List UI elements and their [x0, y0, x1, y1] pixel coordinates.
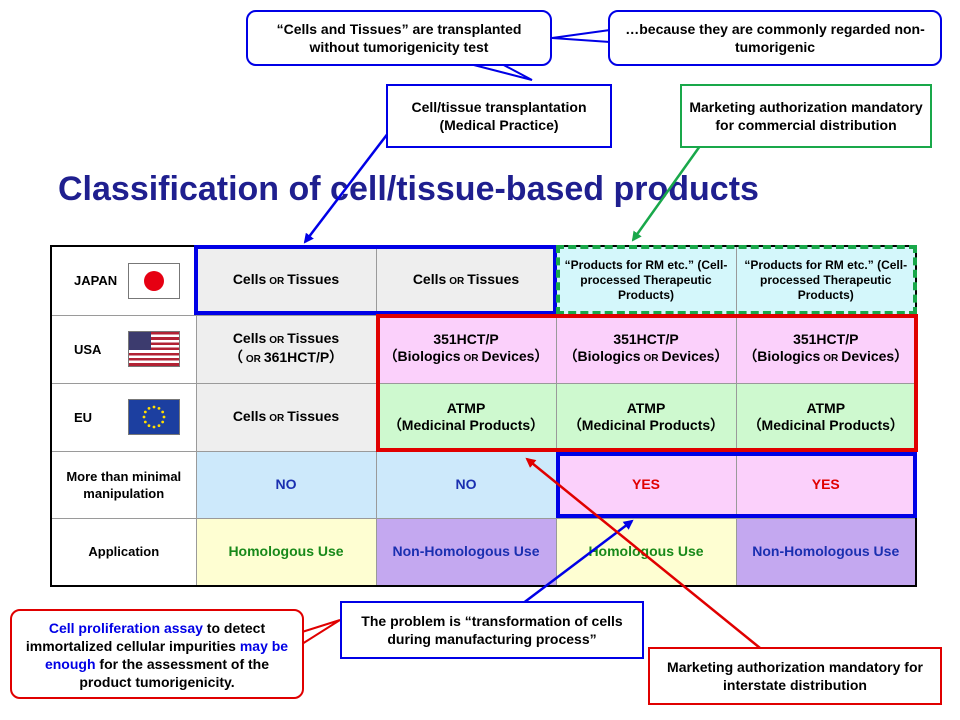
eu-star: [160, 410, 164, 414]
tissues-text: Tissues: [287, 407, 340, 424]
application-value-3: Homologous Use: [555, 517, 737, 587]
box-marketing-commercial: Marketing authorization mandatory for co…: [680, 84, 932, 148]
row-application: Application Homologous Use Non-Homologou…: [50, 517, 917, 587]
eu-stars-icon: [142, 405, 165, 429]
tail-top-right: [551, 29, 611, 43]
atmp-text: ATMP: [626, 400, 666, 416]
row-header-japan: JAPAN: [50, 245, 197, 316]
green-dashed-frame-rm: [556, 245, 917, 315]
medicinal-text: （Medicinal Products）: [567, 417, 725, 433]
or-text: OR: [463, 353, 479, 364]
paren-open: （: [228, 349, 243, 365]
assay-text-1: to detect immortalized cellular impuriti…: [25, 620, 266, 654]
medicinal-text: （Medicinal Products）: [387, 417, 545, 433]
box-medical-practice: Cell/tissue transplantation (Medical Pra…: [386, 84, 612, 148]
or-text: OR: [643, 353, 659, 364]
cells-text: Cells: [232, 330, 267, 346]
hctp361-text: 361HCT/P）: [263, 349, 344, 365]
hctp-text: 351HCT/P: [613, 331, 679, 347]
tissues-text: Tissues: [287, 330, 340, 346]
eu-star: [152, 405, 155, 409]
callout-non-tumorigenic: …because they are commonly regarded non-…: [608, 10, 942, 66]
or-text: OR: [245, 354, 261, 365]
red-frame-usa-eu: [376, 314, 918, 452]
eu-star: [162, 415, 165, 419]
callout-no-tumorigenicity-test: “Cells and Tissues” are transplanted wit…: [246, 10, 552, 66]
biologics-text: （Biologics: [743, 348, 821, 364]
atmp-text: ATMP: [446, 400, 486, 416]
or-text: OR: [269, 276, 285, 288]
usa-flag-icon: [127, 331, 180, 367]
arrow-problem-to-yes: [521, 519, 634, 605]
eu-star: [147, 424, 150, 428]
page-title: Classification of cell/tissue-based prod…: [58, 170, 759, 208]
atmp-text: ATMP: [806, 400, 846, 416]
cell-japan-3: “Products for RM etc.” (Cell-processed T…: [555, 245, 737, 316]
cells-text: Cells: [232, 271, 267, 288]
medicinal-text: （Medicinal Products）: [747, 417, 904, 433]
assay-highlight-2: may be enough: [44, 638, 289, 672]
eu-star: [147, 406, 150, 410]
assay-highlight-1: Cell proliferation assay: [48, 620, 203, 636]
application-value-2: Non-Homologous Use: [375, 517, 557, 587]
callout-cell-proliferation-assay: Cell proliferation assay to detect immor…: [10, 609, 304, 699]
japan-label: JAPAN: [74, 273, 118, 289]
eu-star: [160, 420, 164, 424]
cell-eu-2: ATMP （Medicinal Products）: [375, 382, 557, 452]
hctp-text: 351HCT/P: [793, 331, 859, 347]
eu-label: EU: [74, 409, 93, 425]
row-header-eu: EU: [50, 382, 197, 452]
cell-eu-3: ATMP （Medicinal Products）: [555, 382, 737, 452]
devices-text: Devices）: [481, 348, 549, 364]
eu-star: [143, 420, 147, 424]
eu-flag-icon: [127, 399, 180, 435]
box-transformation-problem: The problem is “transformation of cells …: [340, 601, 644, 659]
blue-frame-japan-cells: [194, 245, 557, 315]
cell-japan-4: “Products for RM etc.” (Cell-processed T…: [735, 245, 917, 316]
row-header-application: Application: [50, 517, 197, 587]
arrow-marketing-to-rm: [631, 145, 702, 242]
biologics-text: （Biologics: [383, 348, 461, 364]
hctp-text: 351HCT/P: [433, 331, 499, 347]
japan-flag-icon: [127, 262, 180, 299]
arrow-interstate-to-red: [525, 457, 761, 649]
eu-star: [142, 415, 145, 419]
eu-star: [157, 424, 160, 428]
tissues-text: Tissues: [287, 271, 340, 288]
row-header-usa: USA: [50, 314, 197, 384]
manipulation-value-3: YES: [555, 450, 737, 519]
biologics-text: （Biologics: [563, 348, 641, 364]
or-text: OR: [269, 412, 285, 424]
tail-assay: [301, 619, 341, 645]
box-marketing-interstate: Marketing authorization mandatory for in…: [648, 647, 942, 705]
cell-eu-4: ATMP （Medicinal Products）: [735, 382, 917, 452]
or-text: OR: [269, 335, 285, 346]
tissues-text: Tissues: [467, 271, 520, 288]
cells-text: Cells: [412, 271, 447, 288]
eu-star: [143, 410, 147, 414]
tail-top-left: [465, 61, 533, 81]
eu-star: [152, 425, 155, 429]
or-text: OR: [823, 353, 839, 364]
assay-text-2: for the assessment of the product tumori…: [79, 656, 270, 690]
or-text: OR: [449, 276, 465, 288]
devices-text: Devices）: [841, 348, 909, 364]
cells-text: Cells: [232, 407, 267, 424]
usa-label: USA: [74, 341, 102, 357]
arrow-medical-to-japan: [303, 127, 393, 244]
eu-star: [157, 406, 160, 410]
application-value-1: Homologous Use: [195, 517, 377, 587]
devices-text: Devices）: [661, 348, 729, 364]
application-value-4: Non-Homologous Use: [735, 517, 917, 587]
